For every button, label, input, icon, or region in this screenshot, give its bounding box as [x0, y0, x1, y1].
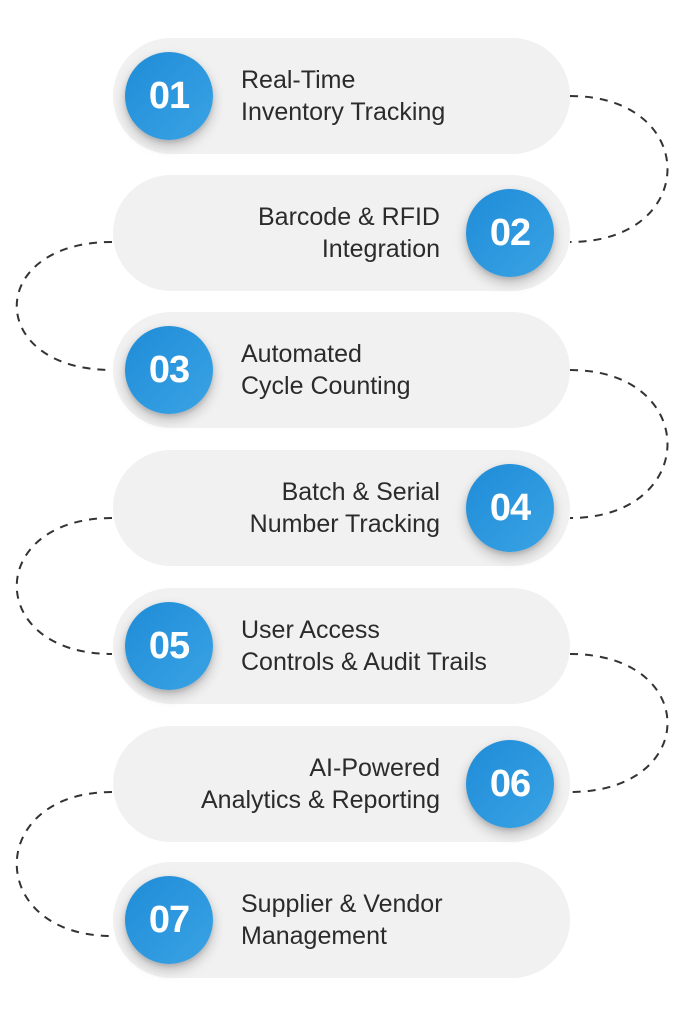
step-label: Automated Cycle Counting — [241, 312, 550, 428]
step-label: Batch & Serial Number Tracking — [133, 450, 440, 566]
step-badge: 04 — [466, 464, 554, 552]
step-label-line: Integration — [321, 235, 440, 263]
step-07: 07 Supplier & Vendor Management — [113, 862, 570, 978]
step-label-line: AI-Powered — [309, 754, 440, 782]
step-06: 06 AI-Powered Analytics & Reporting — [113, 726, 570, 842]
step-badge: 05 — [125, 602, 213, 690]
step-01: 01 Real-Time Inventory Tracking — [113, 38, 570, 154]
step-number: 04 — [489, 486, 531, 529]
step-label: Real-Time Inventory Tracking — [241, 38, 550, 154]
step-label-line: Real-Time — [241, 66, 356, 94]
step-number: 06 — [489, 762, 531, 805]
step-label-line: User Access — [241, 616, 380, 644]
step-label-line: Inventory Tracking — [241, 98, 446, 126]
step-label-line: Controls & Audit Trails — [241, 648, 487, 676]
step-number: 05 — [148, 624, 190, 667]
step-badge: 01 — [125, 52, 213, 140]
step-badge: 02 — [466, 189, 554, 277]
step-number: 01 — [148, 74, 190, 117]
step-badge: 06 — [466, 740, 554, 828]
step-label-line: Number Tracking — [249, 510, 440, 538]
step-label: Supplier & Vendor Management — [241, 862, 550, 978]
step-badge: 03 — [125, 326, 213, 414]
step-03: 03 Automated Cycle Counting — [113, 312, 570, 428]
step-label: Barcode & RFID Integration — [133, 175, 440, 291]
step-label-line: Barcode & RFID — [257, 203, 440, 231]
step-label-line: Automated — [241, 340, 362, 368]
connector-04-05 — [15, 517, 113, 655]
connector-01-02 — [569, 95, 669, 243]
step-label: AI-Powered Analytics & Reporting — [133, 726, 440, 842]
connector-03-04 — [569, 369, 669, 519]
step-02: 02 Barcode & RFID Integration — [113, 175, 570, 291]
step-05: 05 User Access Controls & Audit Trails — [113, 588, 570, 704]
step-04: 04 Batch & Serial Number Tracking — [113, 450, 570, 566]
connector-06-07 — [15, 791, 113, 937]
step-label: User Access Controls & Audit Trails — [241, 588, 550, 704]
step-badge: 07 — [125, 876, 213, 964]
step-label-line: Analytics & Reporting — [200, 786, 440, 814]
step-label-line: Management — [241, 922, 387, 950]
step-number: 02 — [489, 211, 531, 254]
step-number: 03 — [148, 348, 190, 391]
connector-02-03 — [15, 241, 113, 371]
step-label-line: Batch & Serial — [281, 478, 440, 506]
step-number: 07 — [148, 898, 190, 941]
step-label-line: Supplier & Vendor — [241, 890, 443, 918]
step-label-line: Cycle Counting — [241, 372, 411, 400]
connector-05-06 — [569, 653, 669, 793]
